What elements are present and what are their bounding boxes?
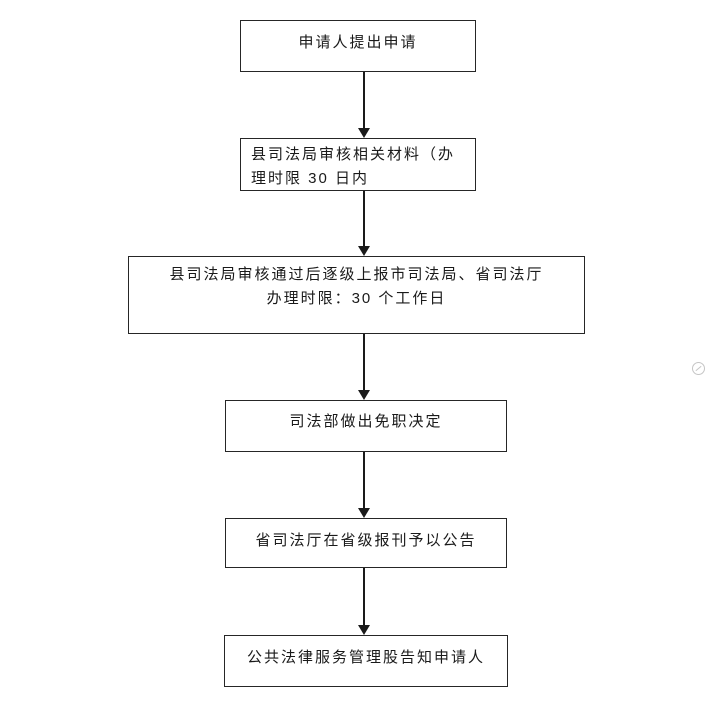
arrow-line (363, 452, 365, 508)
arrow-down-icon (358, 128, 370, 138)
arrow-line (363, 191, 365, 246)
flow-node-label: 办理时限：30 个工作日 (266, 290, 447, 307)
flow-node-applicant-apply: 申请人提出申请 (240, 20, 476, 72)
flow-node-label: 申请人提出申请 (298, 34, 418, 51)
flow-node-label: 县司法局审核通过后逐级上报市司法局、省司法厅 (169, 266, 544, 283)
arrow-down-icon (358, 390, 370, 400)
flow-node-label: 公共法律服务管理股告知申请人 (246, 649, 485, 666)
flow-node-label: 理时限 30 日内 (251, 170, 370, 187)
arrow-line (363, 334, 365, 390)
arrow-line (363, 568, 365, 625)
arrow-line (363, 72, 365, 128)
arrow-down-icon (358, 625, 370, 635)
arrow-down-icon (358, 508, 370, 518)
flow-node-provincial-announcement: 省司法厅在省级报刊予以公告 (225, 518, 507, 568)
arrow-down-icon (358, 246, 370, 256)
flow-node-county-bureau-review: 县司法局审核相关材料（办 理时限 30 日内 (240, 138, 476, 191)
faint-circled-slash-icon (692, 362, 705, 375)
flow-node-label: 省司法厅在省级报刊予以公告 (255, 532, 477, 549)
flow-node-label: 县司法局审核相关材料（办 (251, 146, 456, 163)
flow-node-ministry-decision: 司法部做出免职决定 (225, 400, 507, 452)
flow-node-label: 司法部做出免职决定 (289, 413, 443, 430)
flow-node-notify-applicant: 公共法律服务管理股告知申请人 (224, 635, 508, 687)
flow-node-report-upward: 县司法局审核通过后逐级上报市司法局、省司法厅 办理时限：30 个工作日 (128, 256, 585, 334)
